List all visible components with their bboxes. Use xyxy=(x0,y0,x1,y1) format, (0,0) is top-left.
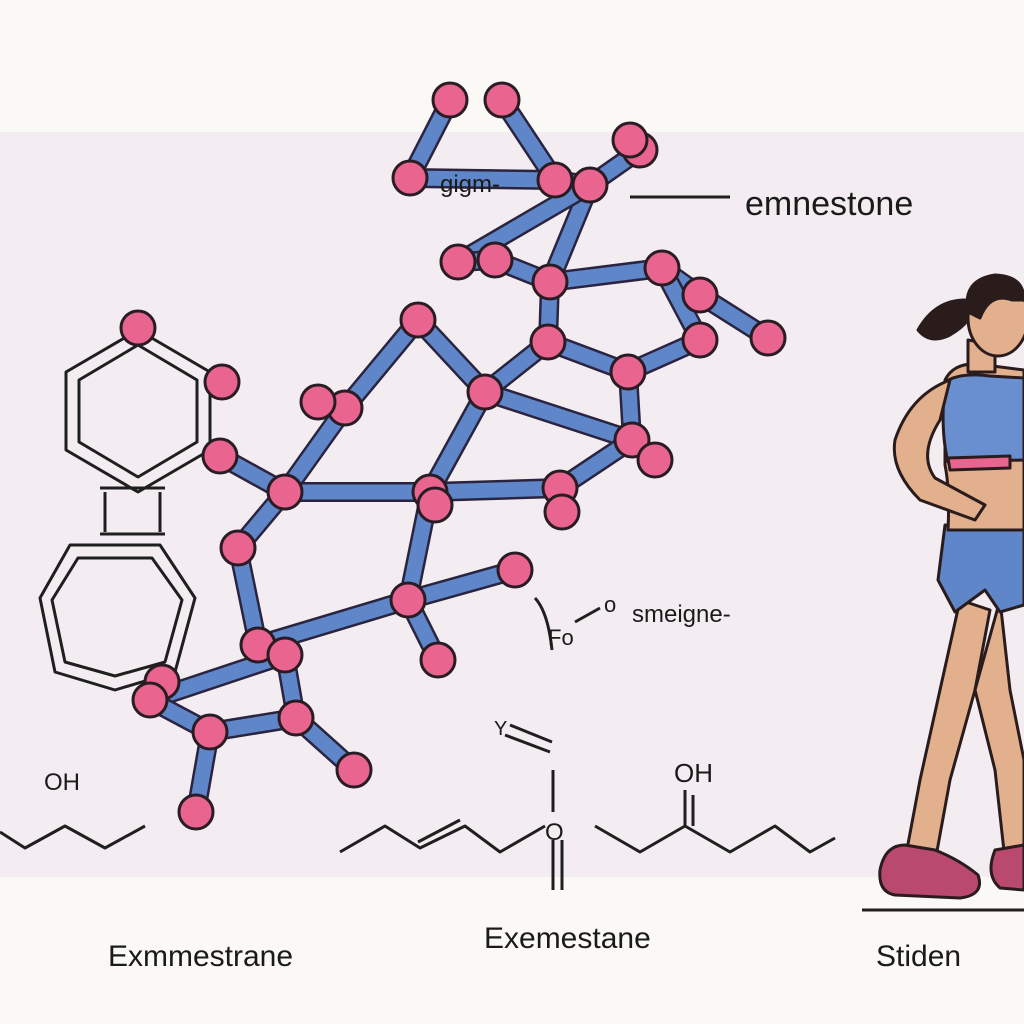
atom xyxy=(529,323,567,361)
caption-left: Exmmestrane xyxy=(108,940,293,973)
bond xyxy=(450,177,598,270)
atom xyxy=(131,681,169,719)
atom xyxy=(496,551,534,589)
atom xyxy=(636,441,674,479)
atom xyxy=(416,486,454,524)
atom xyxy=(203,363,241,401)
hair xyxy=(965,273,1024,320)
bond xyxy=(337,312,426,416)
front-shoe xyxy=(989,843,1024,892)
bond xyxy=(400,562,523,608)
hydroxyl-right-label: OH xyxy=(674,758,713,788)
atom xyxy=(571,166,609,204)
atom xyxy=(476,241,514,279)
atom xyxy=(536,161,574,199)
side-fragment-label: smeigne- xyxy=(632,601,731,628)
molecule-atoms xyxy=(119,81,787,831)
back-shoe xyxy=(878,843,981,900)
atom xyxy=(609,353,647,391)
atom xyxy=(681,276,719,314)
bond xyxy=(422,480,568,500)
atom xyxy=(335,751,373,789)
shorts xyxy=(936,523,1024,614)
atom xyxy=(749,319,787,357)
oxygen-mark: o xyxy=(604,592,616,617)
atom xyxy=(611,121,649,159)
chain-left xyxy=(0,824,146,850)
atom xyxy=(531,263,569,301)
atom xyxy=(266,636,304,674)
atom xyxy=(399,301,437,339)
atom xyxy=(201,437,239,475)
atom xyxy=(391,159,429,197)
atom xyxy=(439,243,477,281)
atom xyxy=(543,493,581,531)
bond xyxy=(422,384,493,500)
atom xyxy=(266,473,304,511)
bond xyxy=(402,170,563,188)
atom xyxy=(389,581,427,619)
background-panel xyxy=(0,132,1024,877)
bra-band xyxy=(946,454,1012,472)
atom xyxy=(277,699,315,737)
top-fragment-label: gigm- xyxy=(440,171,500,198)
atom xyxy=(119,309,157,347)
hydroxyl-left-label: OH xyxy=(44,769,80,796)
sports-bra xyxy=(941,373,1024,464)
atom xyxy=(681,321,719,359)
atom xyxy=(431,81,469,119)
atom xyxy=(613,421,651,459)
atom xyxy=(483,81,521,119)
bottom-chains xyxy=(0,596,836,890)
callout-label: emnestone xyxy=(745,185,913,223)
atom xyxy=(466,373,504,411)
atom xyxy=(419,641,457,679)
atom xyxy=(643,249,681,287)
atom xyxy=(219,529,257,567)
atom xyxy=(191,713,229,751)
runner-woman-icon xyxy=(862,273,1024,912)
arm xyxy=(892,378,987,522)
bond xyxy=(477,384,640,448)
caption-center: Exemestane xyxy=(484,922,651,955)
carbonyl-oxygen-label: O xyxy=(545,819,564,846)
atom xyxy=(177,793,215,831)
caption-right: Stiden xyxy=(876,940,961,973)
side-fragment-prefix: Fo xyxy=(548,625,574,650)
atom xyxy=(299,383,337,421)
small-mark-label: Y xyxy=(494,718,507,740)
bond xyxy=(542,260,670,290)
ponytail xyxy=(916,298,970,341)
chain-right xyxy=(594,824,836,854)
chain-center xyxy=(339,824,546,854)
